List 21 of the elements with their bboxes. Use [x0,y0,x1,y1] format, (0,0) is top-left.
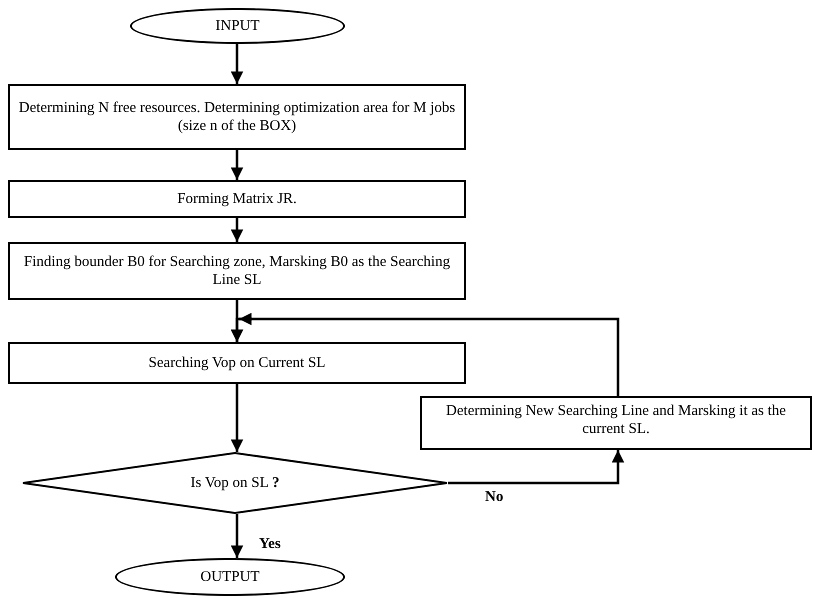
node-text: INPUT [215,17,260,35]
process-box [8,84,466,150]
arrow [230,384,244,452]
arrow [448,450,624,484]
process-box [8,342,466,384]
node-text: Determining N free resources. Determining optimization area for M jobs (size n of the BOX) [18,99,456,135]
arrow [230,218,244,242]
node-text: Forming Matrix JR. [177,190,297,208]
node-text: OUTPUT [200,568,260,586]
node-text: Searching Vop on Current SL [148,354,326,372]
decision-diamond [22,452,448,514]
arrow [230,44,244,84]
process-box [420,396,812,450]
node-text: Finding bounder B0 for Searching zone, Marsking B0 as the Searching Line SL [22,253,452,289]
process-box [8,180,466,218]
arrow [230,312,620,396]
node-text: Is Vop on SL ? [190,474,280,492]
arrow [230,150,244,180]
node-text: Determining New Searching Line and Marsking it as the current SL. [445,402,787,438]
arrow [230,514,244,558]
process-box [8,242,466,300]
